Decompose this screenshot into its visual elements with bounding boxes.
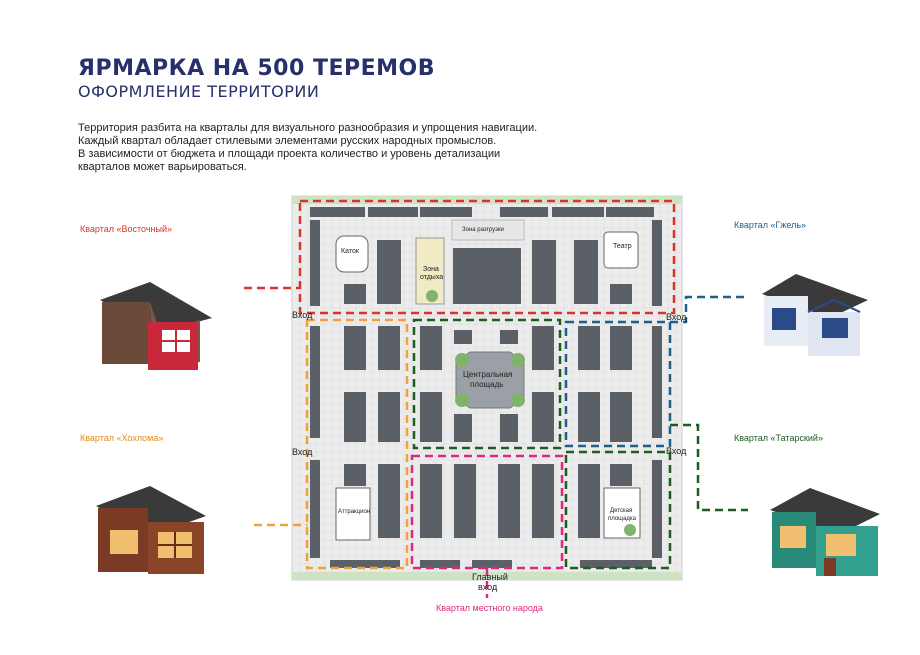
connector-tatarsky: [670, 423, 748, 512]
central-label-1: Центральная: [463, 370, 513, 379]
description-line-3: В зависимости от бюджета и площади проек…: [78, 148, 501, 160]
outline-tatarsky: [412, 318, 562, 450]
central-label-2: площадь: [470, 380, 504, 389]
entrance-label-right-top: Вход: [666, 312, 687, 322]
rest-label-2: отдыха: [420, 274, 444, 281]
main-entrance-label-1: Главный: [472, 572, 508, 582]
house-vostochny-illustration: [100, 282, 212, 370]
page-title: ЯРМАРКА НА 500 ТЕРЕМОВ: [78, 56, 436, 81]
rink-area: [335, 235, 369, 273]
stall-blocks-middle: [344, 326, 632, 442]
outline-gzhel: [564, 320, 672, 448]
perimeter-stalls: [310, 207, 662, 568]
quarter-label-tatarsky: Квартал «Татарский»: [734, 433, 823, 443]
outline-tatarsky-2: [564, 450, 672, 570]
quarter-label-khokhloma: Квартал «Хохлома»: [80, 433, 164, 443]
description-line-2: Каждый квартал обладает стилевыми элемен…: [78, 135, 497, 147]
description-line-4: кварталов может варьироваться.: [78, 161, 247, 173]
main-entrance-label-2: вход: [478, 582, 498, 592]
house-gzhel-illustration: [762, 274, 868, 356]
description-line-1: Территория разбита на кварталы для визуа…: [78, 122, 538, 134]
central-square: [455, 351, 525, 409]
unloading-label: Зона разгрузки: [462, 227, 504, 233]
attraction-area: [335, 487, 371, 541]
kids-label-1: Детская: [610, 508, 633, 514]
quarter-label-vostochny: Квартал «Восточный»: [80, 224, 173, 234]
outline-khokhloma: [305, 318, 409, 570]
entrance-label-left-bottom: Вход: [292, 447, 313, 457]
house-tatarsky-illustration: [770, 488, 880, 576]
quarter-label-mestny: Квартал местного народа: [436, 603, 543, 613]
quarter-label-gzhel: Квартал «Гжель»: [734, 220, 807, 230]
entrance-label-left-top: Вход: [292, 310, 313, 320]
attraction-label: Аттракцион: [338, 509, 371, 515]
entrance-label-right-bottom: Вход: [666, 446, 687, 456]
house-khokhloma-illustration: [96, 486, 206, 574]
outline-mestny: [410, 454, 564, 570]
rest-label-1: Зона: [423, 266, 439, 273]
rest-tree: [426, 290, 438, 302]
page-subtitle: ОФОРМЛЕНИЕ ТЕРРИТОРИИ: [78, 82, 320, 101]
theater-area: [603, 231, 639, 269]
connector-gzhel: [670, 295, 748, 324]
kids-tree: [624, 524, 636, 536]
theater-label: Театр: [613, 243, 632, 250]
unloading-area: [451, 219, 525, 241]
kids-label-2: площадка: [608, 516, 637, 522]
rink-label: Каток: [341, 248, 359, 255]
stall-blocks-bottom: [344, 464, 632, 538]
stall-blocks-top: [344, 240, 632, 304]
outline-vostochny: [298, 199, 676, 315]
